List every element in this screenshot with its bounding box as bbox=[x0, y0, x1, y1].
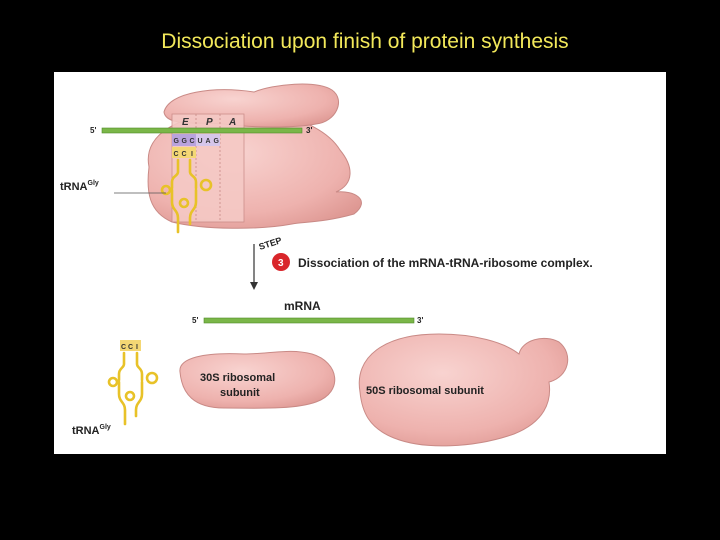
step-number: 3 bbox=[278, 258, 284, 269]
top-anticodon-bases: C C I bbox=[172, 147, 196, 158]
svg-text:G: G bbox=[174, 138, 180, 145]
svg-text:C: C bbox=[128, 344, 133, 351]
bottom-mrna-5prime: 5' bbox=[192, 316, 198, 325]
ribosome-dissociation-figure: E P A 5' 3' G G C U A G C C I bbox=[54, 72, 666, 454]
site-a-label: A bbox=[228, 117, 236, 128]
svg-text:I: I bbox=[136, 344, 138, 351]
top-trna-label: tRNAGly bbox=[60, 180, 99, 193]
svg-text:G: G bbox=[182, 138, 188, 145]
small-subunit-30s bbox=[179, 350, 336, 409]
site-e-label: E bbox=[182, 117, 189, 128]
top-mrna-3prime: 3' bbox=[306, 126, 312, 135]
svg-text:I: I bbox=[191, 151, 193, 158]
slide-title: Dissociation upon finish of protein synt… bbox=[161, 30, 569, 53]
large-subunit-label: 50S ribosomal subunit bbox=[366, 385, 484, 397]
top-trna-icon bbox=[160, 158, 213, 234]
bottom-anticodon-bases: C C I bbox=[120, 340, 141, 351]
large-subunit-50s bbox=[358, 333, 569, 447]
step-badge bbox=[272, 253, 290, 271]
step-word: STEP bbox=[258, 235, 283, 252]
svg-text:A: A bbox=[206, 138, 211, 145]
svg-text:G: G bbox=[214, 138, 220, 145]
bottom-mrna-strand bbox=[203, 317, 415, 324]
svg-text:U: U bbox=[198, 138, 203, 145]
codon-bases: G G C U A G bbox=[172, 134, 220, 146]
site-p-label: P bbox=[206, 117, 213, 128]
svg-text:C: C bbox=[174, 151, 179, 158]
bottom-mrna-label: mRNA bbox=[284, 299, 321, 313]
svg-text:C: C bbox=[190, 138, 195, 145]
svg-text:C: C bbox=[182, 151, 187, 158]
bottom-trna-label: tRNAGly bbox=[72, 424, 111, 437]
bottom-trna-icon bbox=[107, 351, 159, 426]
diagram-canvas: E P A 5' 3' G G C U A G C C I bbox=[60, 83, 593, 447]
bottom-mrna-3prime: 3' bbox=[417, 316, 423, 325]
small-subunit-label-line2: subunit bbox=[220, 387, 260, 399]
svg-text:C: C bbox=[121, 344, 126, 351]
top-mrna-strand bbox=[101, 127, 303, 134]
top-mrna-5prime: 5' bbox=[90, 126, 96, 135]
small-subunit-label-line1: 30S ribosomal bbox=[200, 372, 275, 384]
step-caption: Dissociation of the mRNA-tRNA-ribosome c… bbox=[298, 256, 593, 270]
